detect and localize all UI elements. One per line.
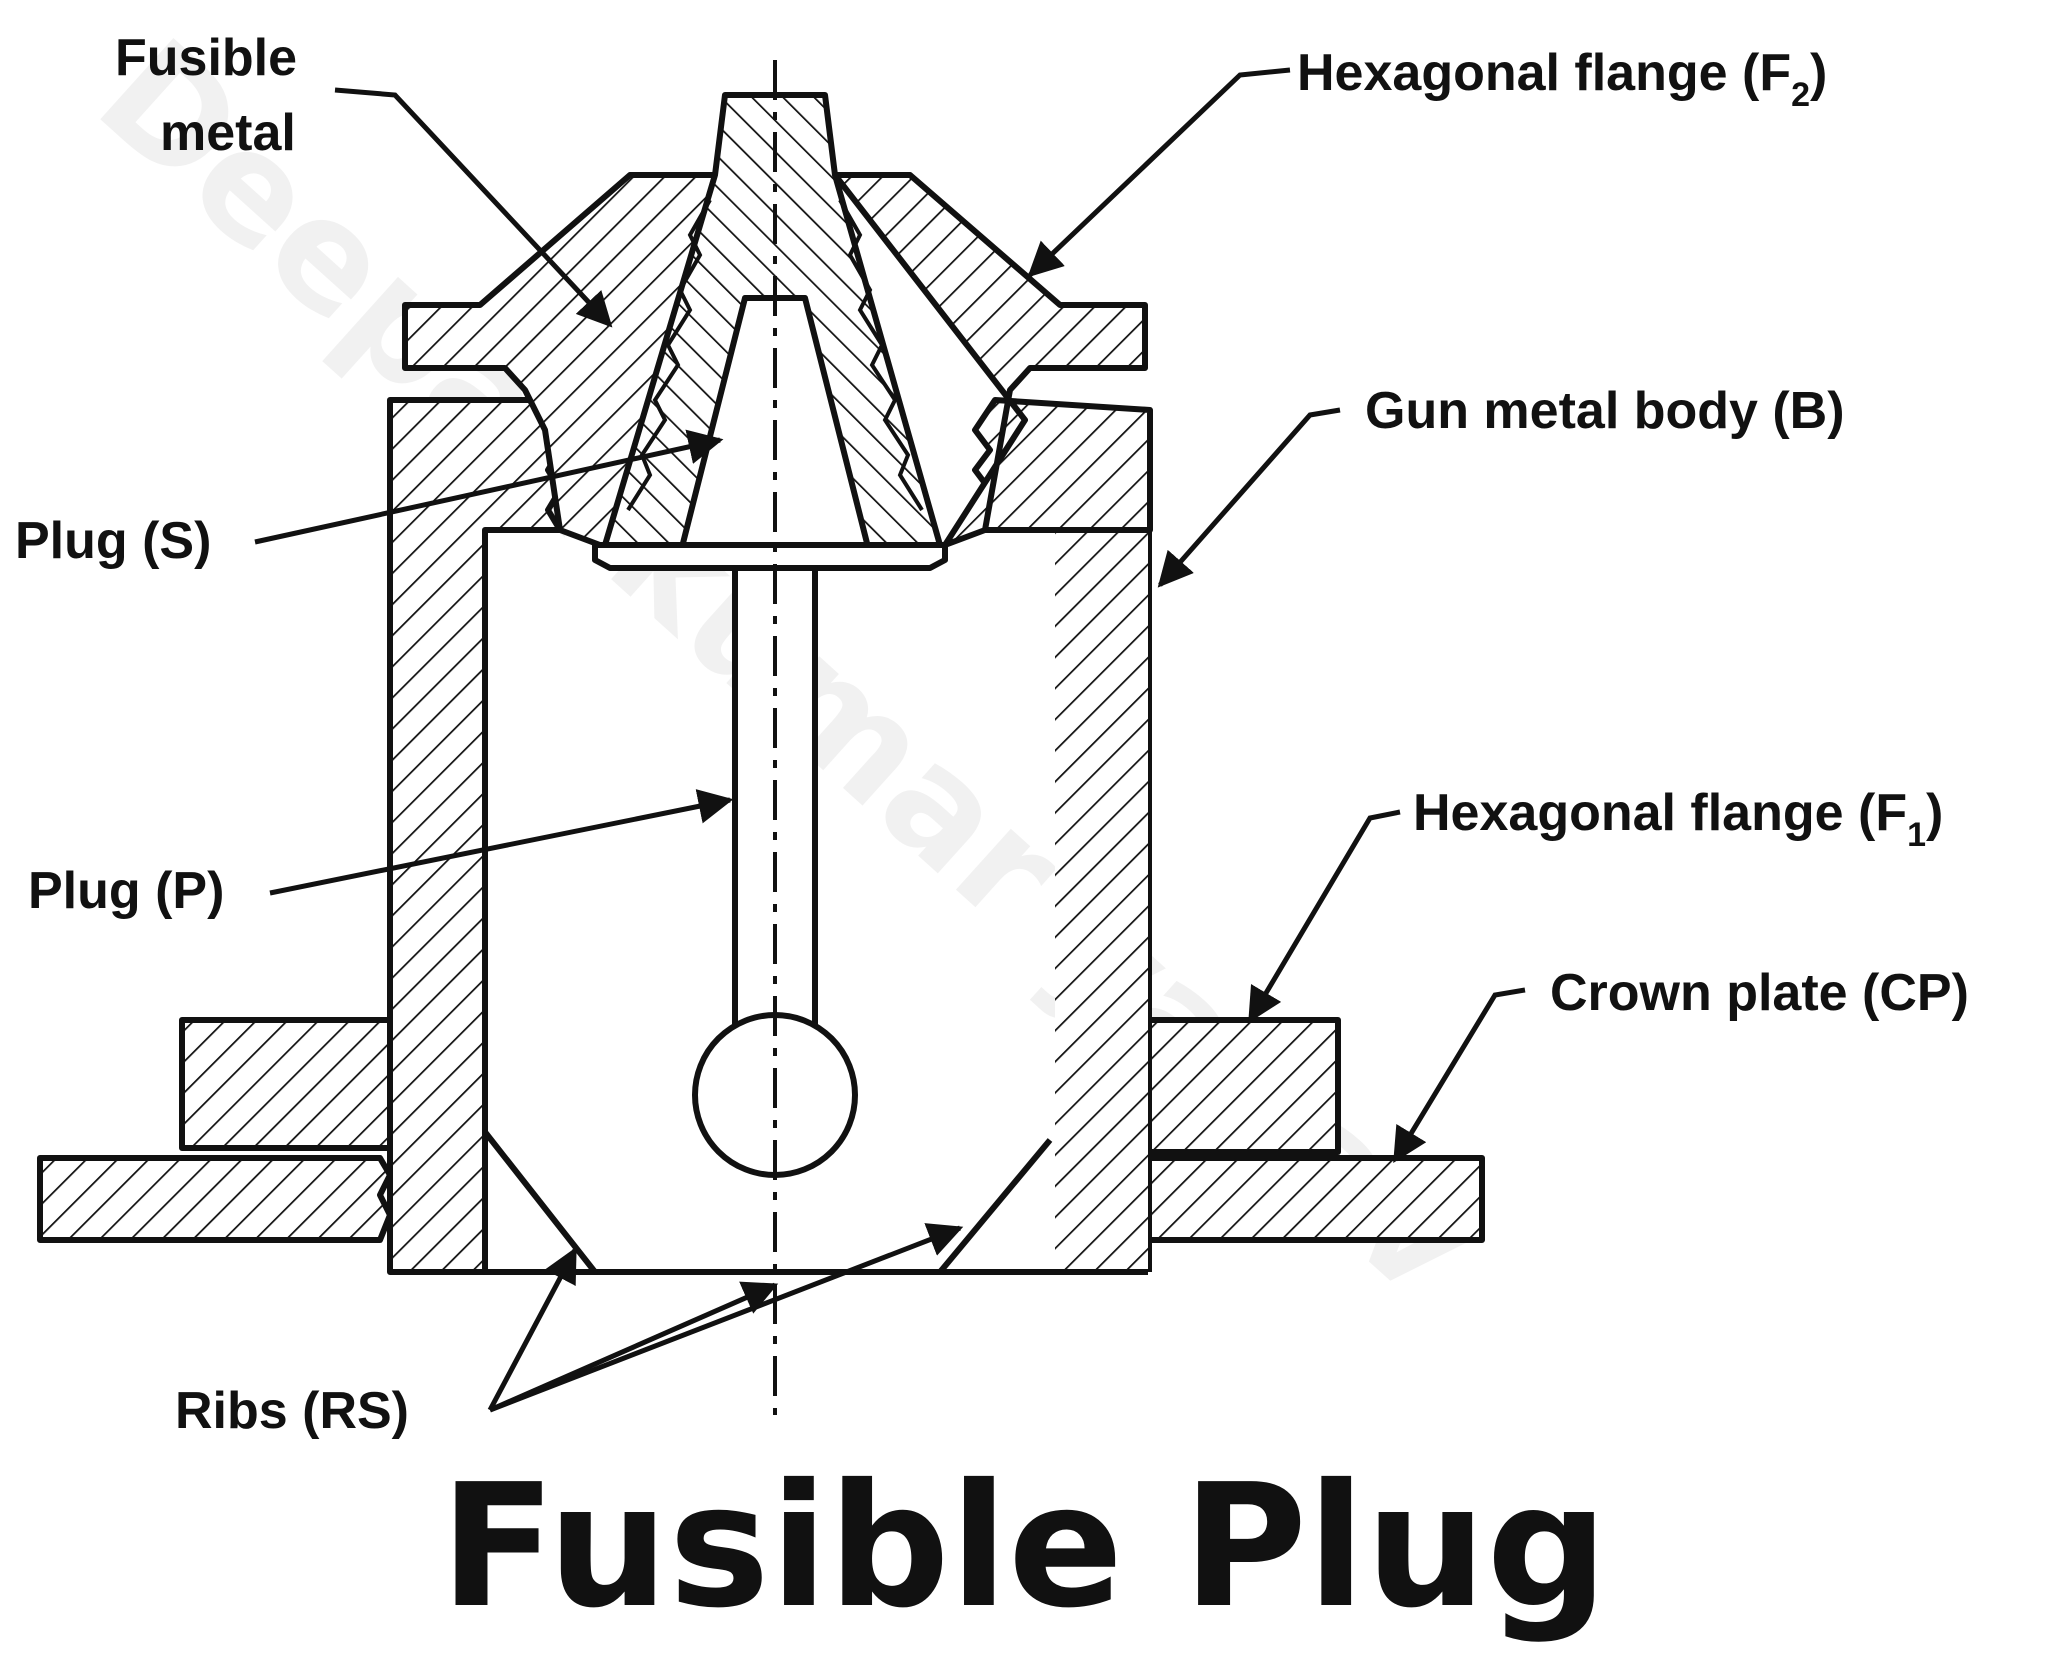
label-gun-metal-body: Gun metal body (B)	[1365, 382, 1845, 440]
hex-flange-f1-left	[179, 1017, 393, 1151]
label-hex-flange-f2: Hexagonal flange (F2)	[1297, 44, 1827, 114]
label-hex-flange-f1-sub: 1	[1907, 816, 1926, 854]
label-hex-flange-f1-main: Hexagonal flange (F	[1413, 784, 1907, 842]
body-head-right	[972, 397, 1153, 533]
fusible-metal-threads-right	[838, 199, 924, 512]
label-hex-flange-f2-sub: 2	[1791, 76, 1810, 114]
leader-crown-plate	[1392, 987, 1526, 1163]
label-plug-s: Plug (S)	[15, 512, 211, 570]
leader-hex-flange-f1	[1247, 809, 1401, 1024]
label-fusible-metal-line2: metal	[160, 104, 296, 162]
leader-gun-metal-body	[1157, 407, 1341, 588]
leader-fusible-metal	[334, 87, 613, 328]
label-fusible-metal-line1: Fusible	[115, 29, 297, 87]
label-hex-flange-f1: Hexagonal flange (F1)	[1413, 784, 1943, 854]
leader-ribs-left	[487, 1246, 578, 1412]
label-hex-flange-f2-main: Hexagonal flange (F	[1297, 44, 1791, 102]
label-hex-flange-f2-end: )	[1810, 44, 1827, 102]
rib-right	[937, 1138, 1053, 1274]
rib-left	[482, 1129, 598, 1275]
label-plug-p: Plug (P)	[28, 862, 224, 920]
label-crown-plate: Crown plate (CP)	[1550, 964, 1969, 1022]
crown-plate-right	[1132, 1155, 1485, 1243]
plug-s-base	[592, 542, 948, 571]
leader-ribs-centre	[488, 1281, 779, 1413]
leader-hex-flange-f2	[1027, 67, 1291, 278]
leader-plug-s	[254, 429, 724, 545]
crown-plate-left	[37, 1155, 393, 1243]
label-ribs: Ribs (RS)	[175, 1382, 409, 1440]
diagram-title: Fusible Plug	[440, 1448, 1608, 1646]
leader-plug-p	[269, 789, 734, 896]
gun-metal-body-right	[1055, 530, 1148, 1272]
label-hex-flange-f1-end: )	[1926, 784, 1943, 842]
gun-metal-body-left	[387, 397, 563, 1275]
leader-ribs-right	[489, 1223, 964, 1413]
hex-flange-f1-right	[1142, 1017, 1341, 1155]
